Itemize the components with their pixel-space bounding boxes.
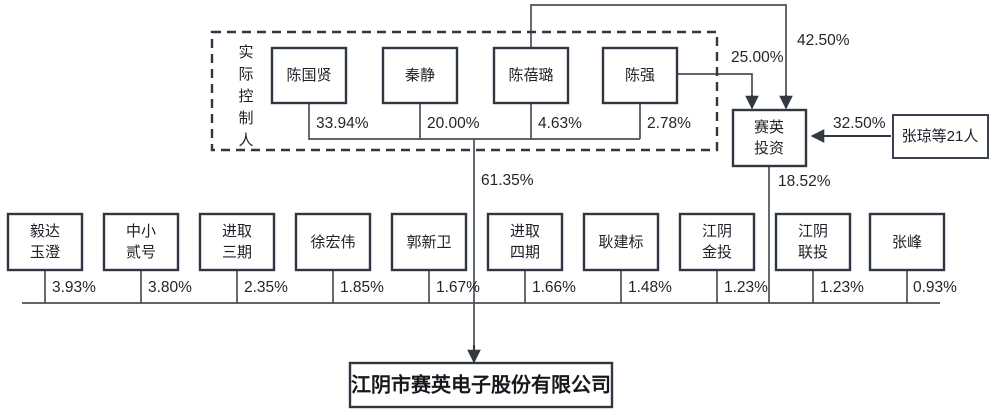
pct-shareholder-5: 1.66% [532,279,576,296]
node-shareholder-4-line1: 郭新卫 [406,234,451,251]
node-shareholder-2-line1: 进取 [222,223,252,240]
control-group-label-char-3: 制 [238,110,253,127]
node-shareholder-9[interactable] [868,212,946,272]
pct-chenbeilu-to-saiying: 42.50% [797,32,850,49]
node-shareholder-8-line1: 江阴 [798,223,828,240]
node-shareholder-0-line1: 毅达 [30,223,60,240]
pct-zhangqiong-to-saiying: 32.50% [833,115,886,132]
node-main-company-label: 江阴市赛英电子股份有限公司 [351,372,611,396]
pct-shareholder-4: 1.67% [436,279,480,296]
node-chenbeilu-label: 陈蓓璐 [508,66,553,84]
pct-control-combined: 61.35% [481,172,534,189]
node-chenqiang-label: 陈强 [625,66,655,84]
node-shareholder-3[interactable] [294,212,372,272]
node-shareholder-7-line2: 金投 [702,244,732,261]
control-group-label-char-0: 实 [238,44,253,61]
node-zhangqiong-group-label: 张琼等21人 [902,127,979,145]
node-shareholder-7[interactable] [678,212,756,272]
control-group-label-char-1: 际 [238,66,253,83]
pct-chenbeilu: 4.63% [538,115,582,132]
node-shareholder-5-line1: 进取 [510,223,540,240]
edge-chenqiang-to-saiying [677,73,753,103]
pct-shareholder-6: 1.48% [628,279,672,296]
pct-chenguoxian: 33.94% [316,115,369,132]
pct-shareholder-8: 1.23% [820,279,864,296]
pct-shareholder-3: 1.85% [340,279,384,296]
pct-saiying-to-company: 18.52% [778,173,831,190]
node-shareholder-1-line1: 中小 [126,223,156,240]
node-qinjing[interactable] [381,46,459,105]
node-shareholder-6[interactable] [582,212,660,272]
node-shareholder-8-line2: 联投 [798,244,828,261]
control-group-dashed-border [210,30,719,152]
node-chenguoxian[interactable] [270,46,348,105]
node-shareholder-8[interactable] [774,212,852,272]
node-shareholder-7-line1: 江阴 [702,223,732,240]
node-shareholder-3-line1: 徐宏伟 [310,234,355,251]
node-shareholder-4[interactable] [390,212,468,272]
node-saiying-investment-line2: 投资 [754,140,784,157]
pct-chenqiang-to-saiying: 25.00% [731,49,784,66]
node-shareholder-2-line2: 三期 [222,244,252,261]
node-chenbeilu[interactable] [492,46,570,105]
node-shareholder-5-line2: 四期 [510,244,540,261]
node-main-company[interactable] [348,361,614,409]
pct-shareholder-7: 1.23% [724,279,768,296]
node-qinjing-label: 秦静 [405,67,435,84]
node-shareholder-5[interactable] [486,212,564,272]
pct-chenqiang: 2.78% [647,115,691,132]
node-shareholder-1-line2: 贰号 [126,243,156,261]
node-chenqiang[interactable] [601,46,679,105]
node-shareholder-2[interactable] [198,212,276,272]
node-zhangqiong-group[interactable] [892,114,989,159]
pct-shareholder-2: 2.35% [244,279,288,296]
node-chenguoxian-label: 陈国贤 [286,66,331,84]
node-saiying-investment-line1: 赛英 [754,118,784,136]
edge-control-bus [308,103,640,140]
node-shareholder-0-line2: 玉澄 [30,244,60,261]
edge-chenbeilu-to-saiying [530,4,787,103]
node-shareholder-0[interactable] [6,212,84,272]
node-shareholder-9-line1: 张峰 [892,234,922,251]
pct-shareholder-0: 3.93% [52,279,96,296]
pct-shareholder-1: 3.80% [148,279,192,296]
control-group-label-char-4: 人 [238,132,253,149]
pct-qinjing: 20.00% [427,115,480,132]
node-shareholder-1[interactable] [102,212,180,272]
node-saiying-investment[interactable] [731,108,808,168]
node-shareholder-6-line1: 耿建标 [598,234,643,251]
control-group-label-char-2: 控 [238,88,253,105]
pct-shareholder-9: 0.93% [913,279,957,296]
